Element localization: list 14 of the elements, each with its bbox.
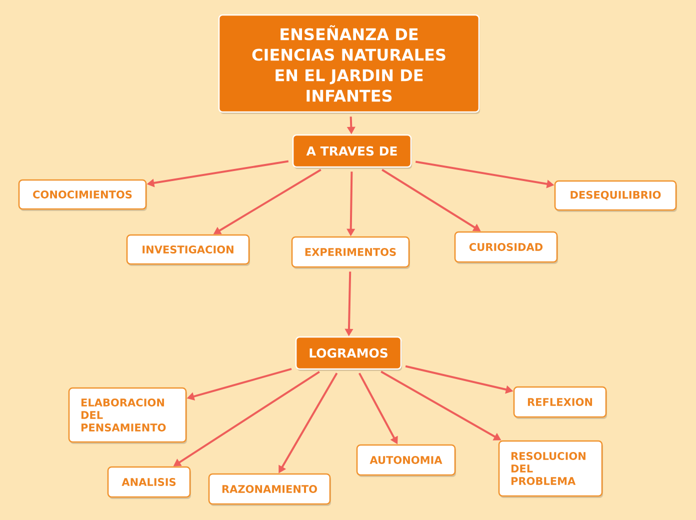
heading-box: LOGRAMOS bbox=[295, 336, 402, 371]
concept-box: DESEQUILIBRIO bbox=[554, 180, 677, 212]
concept-box: ELABORACION DEL PENSAMIENTO bbox=[68, 387, 187, 444]
concept-box: CURIOSIDAD bbox=[454, 231, 558, 264]
concept-box: INVESTIGACION bbox=[126, 234, 250, 266]
concept-box: EXPERIMENTOS bbox=[291, 236, 410, 269]
concept-box: REFLEXION bbox=[513, 386, 607, 419]
title-box: ENSEÑANZA DE CIENCIAS NATURALES EN EL JARDIN DE INFANTES bbox=[218, 14, 480, 114]
concept-box: RAZONAMIENTO bbox=[208, 473, 331, 506]
heading-box: A TRAVES DE bbox=[292, 134, 412, 169]
concept-box: RESOLUCION DEL PROBLEMA bbox=[498, 440, 603, 498]
concept-box: ANALISIS bbox=[107, 466, 191, 499]
concept-box: AUTONOMIA bbox=[356, 444, 456, 477]
concept-box: CONOCIMIENTOS bbox=[18, 179, 147, 211]
